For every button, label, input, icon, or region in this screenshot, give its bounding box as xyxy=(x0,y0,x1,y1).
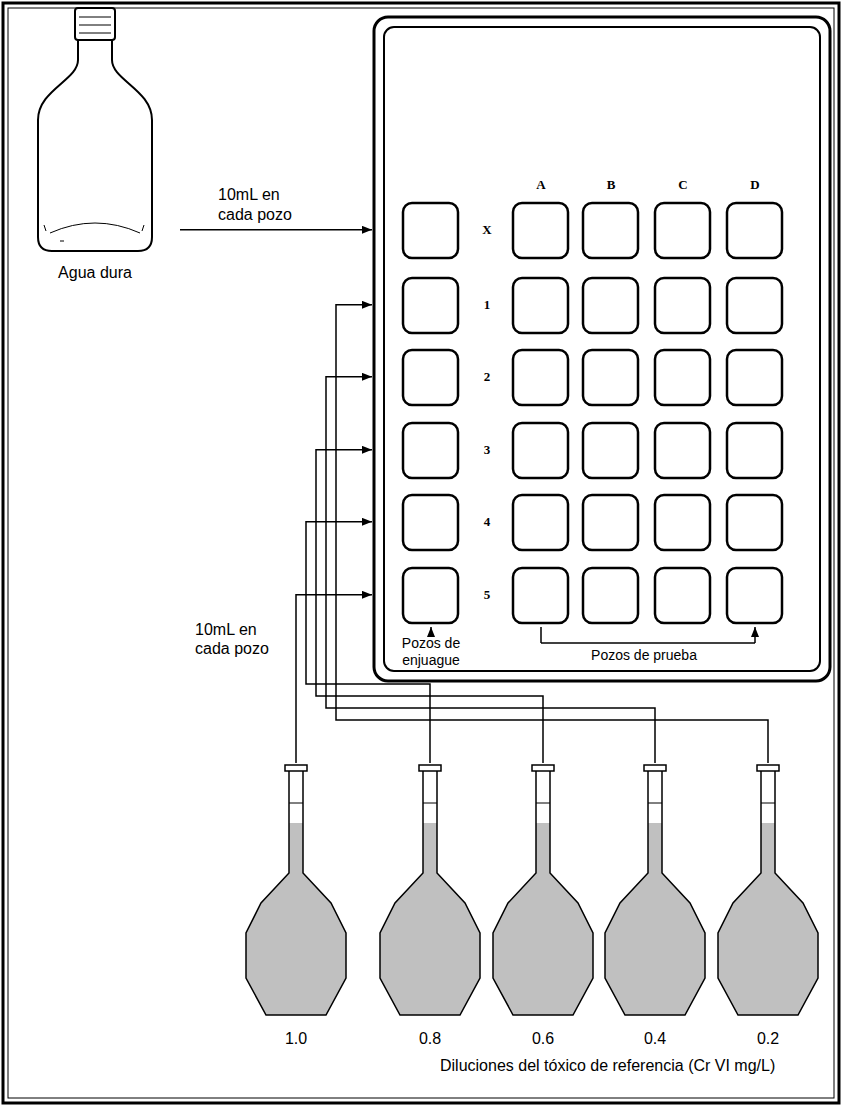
volume-note: 10mL en cada pozo xyxy=(195,620,285,658)
volumetric-flask xyxy=(488,763,598,1019)
bottle-label: Agua dura xyxy=(20,263,170,282)
flask-node: 0.4 xyxy=(600,763,710,1058)
flask-node: 0.2 xyxy=(713,763,823,1058)
flask-node: 1.0 xyxy=(241,763,351,1058)
flask-node: 0.6 xyxy=(488,763,598,1058)
flask-node: 0.8 xyxy=(375,763,485,1058)
grid-label: 2 xyxy=(477,369,497,385)
concentration-label: 0.2 xyxy=(713,1029,823,1048)
grid-label: B xyxy=(596,177,626,193)
grid-label: 4 xyxy=(477,514,497,530)
well-plate: A B C D X 1 2 3 4 5Pozos de enjuague Pozos de prue… xyxy=(372,15,832,683)
dispense-arrow xyxy=(296,595,372,763)
bottle-drawing xyxy=(30,5,170,257)
grid-label: A xyxy=(526,177,556,193)
volumetric-flask xyxy=(713,763,823,1019)
concentration-label: 0.8 xyxy=(375,1029,485,1048)
volumetric-flask xyxy=(241,763,351,1019)
well-plate xyxy=(372,15,832,683)
water-bottle: Agua dura xyxy=(20,5,180,290)
dispense-arrow xyxy=(180,229,372,231)
well-group-label: Pozos de prueba xyxy=(564,647,724,664)
edge-label: 10mL en cada pozo xyxy=(218,185,308,223)
concentration-label: 1.0 xyxy=(241,1029,351,1048)
volumetric-flask xyxy=(600,763,710,1019)
grid-label: C xyxy=(668,177,698,193)
axis-caption: Diluciones del tóxico de referencia (Cr … xyxy=(440,1056,835,1075)
grid-label: D xyxy=(740,177,770,193)
grid-label: X xyxy=(477,222,497,238)
well-group-label: Pozos de enjuague xyxy=(389,635,473,669)
volumetric-flask xyxy=(375,763,485,1019)
grid-label: 3 xyxy=(477,442,497,458)
concentration-label: 0.4 xyxy=(600,1029,710,1048)
grid-label: 5 xyxy=(477,587,497,603)
concentration-label: 0.6 xyxy=(488,1029,598,1048)
grid-label: 1 xyxy=(477,297,497,313)
